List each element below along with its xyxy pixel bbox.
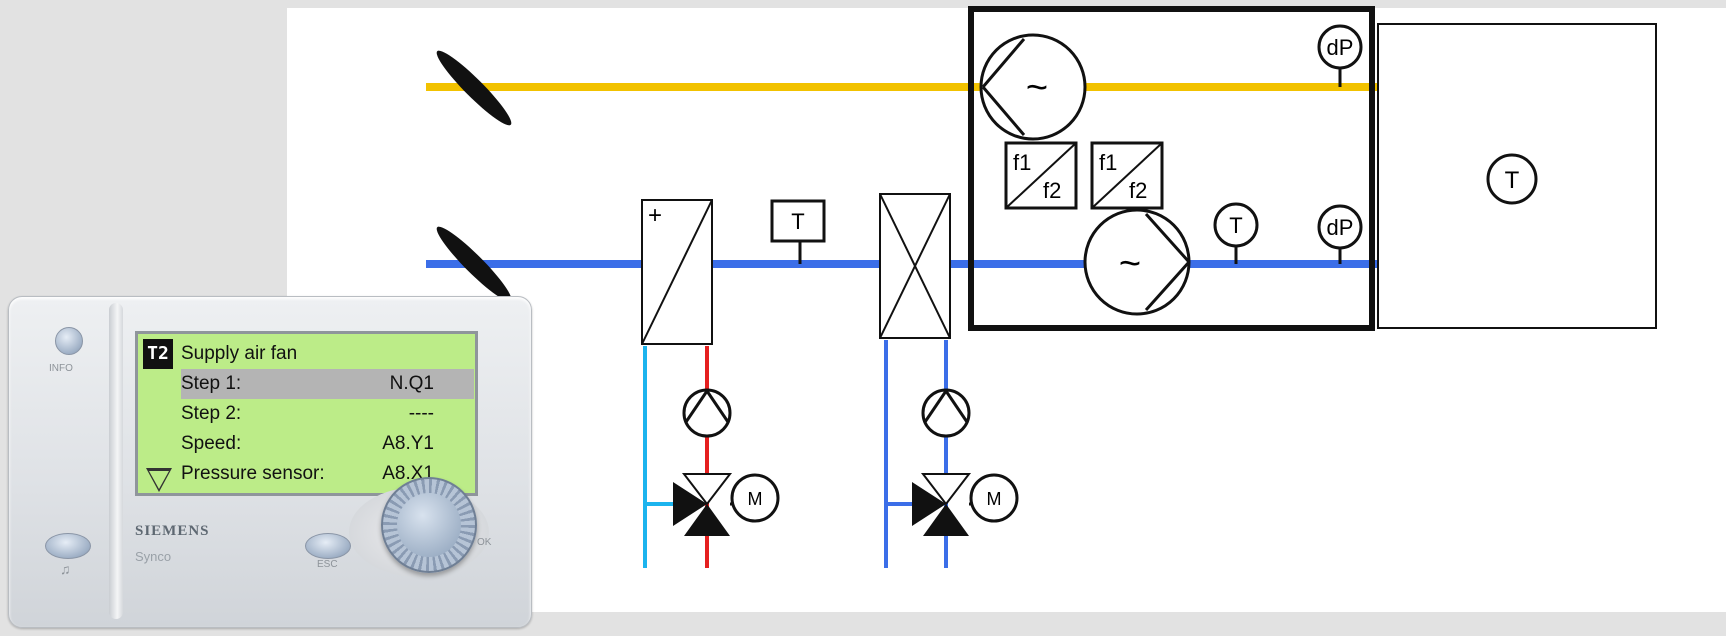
synco-controller: INFO T2 Supply air fan Step 1: N.Q1 Step… bbox=[8, 296, 532, 628]
cooling-pump-icon bbox=[921, 388, 971, 438]
supply-fan-icon: ~ bbox=[1083, 208, 1191, 316]
exhaust-diff-pressure-sensor: dP bbox=[1317, 24, 1363, 87]
cooling-valve-icon: M bbox=[912, 473, 1019, 536]
display-title: Supply air fan bbox=[181, 343, 298, 364]
scroll-down-icon bbox=[146, 468, 172, 492]
row-value: N.Q1 bbox=[389, 373, 434, 394]
product-name: Synco bbox=[135, 549, 172, 564]
freq-converter-f2-label: f2 bbox=[1129, 178, 1147, 203]
supply-diff-pressure-sensor: dP bbox=[1317, 204, 1363, 264]
freq-converter-f2-label: f2 bbox=[1043, 178, 1061, 203]
bell-icon: ♫ bbox=[60, 561, 71, 577]
heating-pump-icon bbox=[682, 388, 732, 438]
motor-label: M bbox=[987, 489, 1002, 509]
dp-label: dP bbox=[1327, 35, 1354, 60]
lcd-display: T2 Supply air fan Step 1: N.Q1 Step 2: -… bbox=[135, 331, 478, 496]
exhaust-damper-icon bbox=[436, 50, 512, 126]
supply-fan-symbol: ~ bbox=[1119, 243, 1141, 285]
menu-row-speed[interactable]: Speed: A8.Y1 bbox=[181, 429, 474, 459]
cooling-coil bbox=[879, 193, 951, 339]
ok-label: OK bbox=[477, 537, 492, 548]
row-label: Pressure sensor: bbox=[181, 463, 325, 484]
duct-temperature-sensor: T bbox=[770, 199, 826, 264]
outdoor-air-damper-icon bbox=[436, 226, 512, 302]
row-label: Step 2: bbox=[181, 403, 242, 424]
room-t-label: T bbox=[1505, 167, 1520, 194]
frequency-converter-2: f1 f2 bbox=[1090, 141, 1164, 210]
t-label: T bbox=[791, 209, 804, 234]
freq-converter-f1-label: f1 bbox=[1013, 150, 1031, 175]
exhaust-fan-icon: ~ bbox=[979, 33, 1087, 141]
t-label: T bbox=[1229, 213, 1242, 238]
esc-button[interactable] bbox=[305, 533, 351, 559]
info-label: INFO bbox=[49, 363, 73, 374]
exhaust-fan-symbol: ~ bbox=[1026, 67, 1048, 109]
motor-label: M bbox=[748, 489, 763, 509]
heating-coil-plus: + bbox=[648, 202, 662, 229]
brand-logo: SIEMENS bbox=[135, 523, 210, 539]
ok-rotary-knob[interactable] bbox=[381, 477, 477, 573]
esc-label: ESC bbox=[317, 559, 338, 570]
row-value: A8.Y1 bbox=[382, 433, 434, 454]
settings-tool-icon: T2 bbox=[143, 339, 173, 369]
info-button[interactable] bbox=[55, 327, 83, 355]
freq-converter-f1-label: f1 bbox=[1099, 150, 1117, 175]
row-label: Speed: bbox=[181, 433, 242, 454]
alarm-button[interactable] bbox=[45, 533, 91, 559]
dp-label: dP bbox=[1327, 215, 1354, 240]
supply-temperature-sensor: T bbox=[1213, 202, 1259, 264]
panel-divider bbox=[109, 303, 123, 619]
heating-valve-icon: M bbox=[673, 473, 780, 536]
air-handling-unit-frame bbox=[968, 6, 1375, 331]
row-value: ---- bbox=[408, 403, 434, 424]
menu-row-step2[interactable]: Step 2: ---- bbox=[181, 399, 474, 429]
room-temperature-sensor: T bbox=[1486, 153, 1538, 205]
menu-row-step1[interactable]: Step 1: N.Q1 bbox=[181, 369, 474, 399]
frequency-converter-1: f1 f2 bbox=[1004, 141, 1078, 210]
heating-coil: + bbox=[641, 199, 713, 345]
row-label: Step 1: bbox=[181, 373, 242, 394]
